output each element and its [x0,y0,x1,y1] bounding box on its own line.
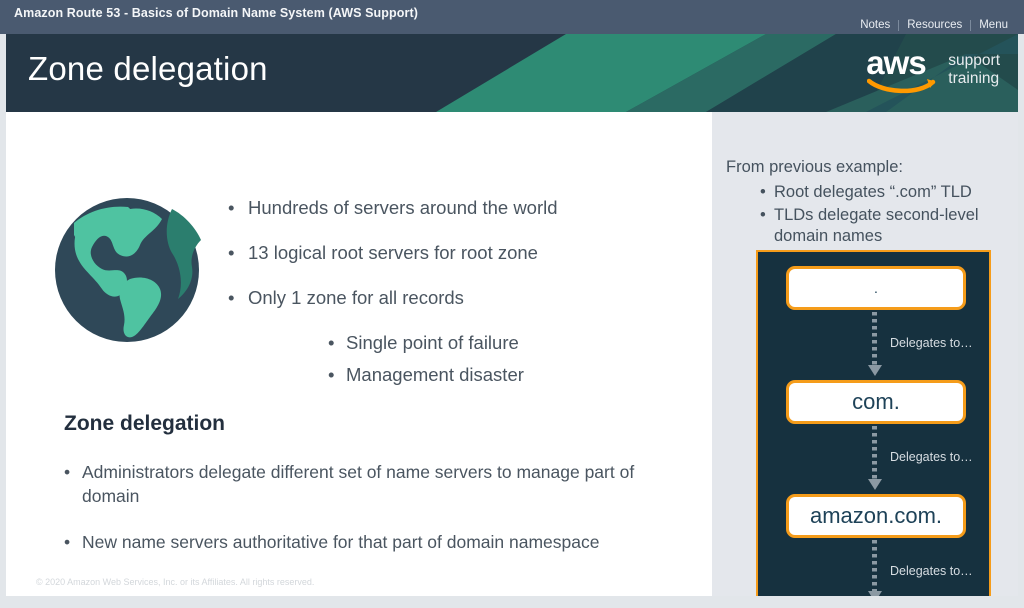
slide-body-right: From previous example: • Root delegates … [712,112,1018,596]
bullet-marker: • [760,205,766,224]
aws-wordmark: aws [866,44,926,81]
nav-item-resources[interactable]: Resources [907,19,963,31]
arrow-head [868,591,882,596]
logo-subtitle: support training [948,48,1000,89]
nav-item-notes[interactable]: Notes [860,19,891,31]
delegation-edge-label: Delegates to… [890,450,973,464]
page-title: Zone delegation [28,50,268,87]
bullet-text: Administrators delegate different set of… [82,462,635,507]
aws-smile-icon [867,78,936,94]
course-topbar: Amazon Route 53 - Basics of Domain Name … [0,0,1024,34]
diagram-node-root: . [786,266,966,310]
right-panel-bullet-list: • Root delegates “.com” TLD • TLDs deleg… [760,182,1012,248]
bullet-marker: • [228,287,235,309]
bullet-marker: • [228,197,235,218]
bullet-text: Only 1 zone for all records [248,287,464,309]
arrow-shaft [872,426,877,479]
globe-icon [55,198,201,342]
secondary-bullet-list: • Administrators delegate different set … [64,460,694,576]
bullet-item: • Only 1 zone for all records [228,286,698,309]
bullet-marker: • [64,532,71,553]
bullet-text: TLDs delegate second-level domain names [774,205,979,245]
section-heading: Zone delegation [64,412,226,435]
bullet-text: Management disaster [346,363,524,385]
delegation-arrow-icon [868,312,882,376]
bullet-item: • TLDs delegate second-level domain name… [760,205,1012,247]
course-title: Amazon Route 53 - Basics of Domain Name … [14,6,418,20]
bullet-item-sub: • Single point of failure [328,331,698,354]
top-navigation: Notes Resources Menu [852,19,1016,31]
arrow-shaft [872,312,877,365]
bullet-marker: • [328,332,335,354]
slide-header: Zone delegation aws support training [6,34,1018,112]
bullet-item: • Root delegates “.com” TLD [760,182,1012,203]
bullet-marker: • [228,242,235,264]
delegation-diagram: . Delegates to… com. Delegates to… amazo… [756,250,991,596]
bullet-marker: • [760,183,766,201]
bullet-marker: • [64,462,71,482]
nav-divider [898,19,900,31]
aws-support-training-logo: aws support training [866,44,1000,98]
arrow-shaft [872,540,877,591]
bullet-item-sub: • Management disaster [328,363,698,386]
delegation-edge-label: Delegates to… [890,336,973,350]
delegation-arrow-icon [868,426,882,490]
bullet-text: Single point of failure [346,332,519,354]
primary-bullet-list: • Hundreds of servers around the world •… [228,196,698,394]
arrow-head [868,365,882,376]
bullet-item: • Administrators delegate different set … [64,460,694,508]
bullet-text: 13 logical root servers for root zone [248,242,538,264]
bullet-text: Root delegates “.com” TLD [774,183,972,201]
bullet-text: Hundreds of servers around the world [248,197,558,218]
slide-body-left: • Hundreds of servers around the world •… [6,112,712,596]
slide-canvas: Zone delegation aws support training [6,34,1018,596]
bullet-item: • New name servers authoritative for tha… [64,530,694,554]
diagram-node-com: com. [786,380,966,424]
copyright-footer: © 2020 Amazon Web Services, Inc. or its … [36,577,315,587]
nav-divider [970,19,972,31]
logo-subtitle-line2: training [948,70,1000,88]
bullet-item: • 13 logical root servers for root zone [228,241,698,264]
nav-item-menu[interactable]: Menu [979,19,1008,31]
diagram-node-amazon-com: amazon.com. [786,494,966,538]
arrow-head [868,479,882,490]
bullet-item: • Hundreds of servers around the world [228,196,698,219]
delegation-edge-label: Delegates to… [890,564,973,578]
header-geometric-pattern [436,34,1018,112]
aws-logo: aws [866,44,938,98]
logo-subtitle-line1: support [948,52,1000,69]
bullet-text: New name servers authoritative for that … [82,532,600,553]
right-panel-intro: From previous example: [726,158,903,176]
bullet-marker: • [328,363,335,385]
delegation-arrow-icon [868,540,882,596]
